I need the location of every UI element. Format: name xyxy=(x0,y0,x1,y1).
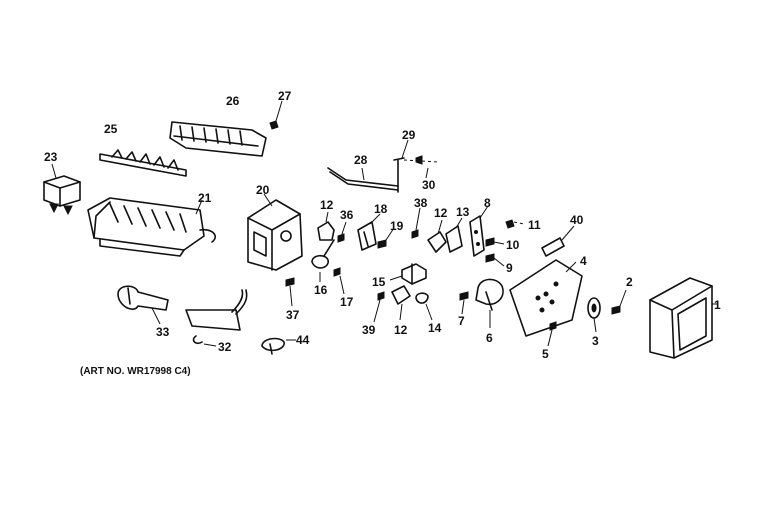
callout-15: 15 xyxy=(372,275,386,289)
part-32-harness xyxy=(185,289,248,347)
part-11-screw xyxy=(505,219,525,229)
part-37-screw xyxy=(285,277,295,307)
callout-38: 38 xyxy=(414,196,428,210)
part-10-screw xyxy=(485,237,505,247)
part-2-screw xyxy=(611,289,627,315)
part-40-connector xyxy=(541,225,575,257)
callout-3: 3 xyxy=(592,334,599,348)
part-12-clip-c xyxy=(391,285,411,321)
part-3-gear xyxy=(587,297,601,333)
callout-21: 21 xyxy=(198,191,212,205)
part-12-clip-b xyxy=(427,219,447,253)
part-28-shutoff-arm xyxy=(327,139,439,193)
part-19-screw xyxy=(377,227,395,249)
part-16-gear xyxy=(311,239,335,282)
callout-10: 10 xyxy=(506,238,520,252)
callout-39: 39 xyxy=(362,323,376,337)
callout-23: 23 xyxy=(44,150,58,164)
callout-25: 25 xyxy=(104,122,118,136)
part-4-plate xyxy=(509,259,583,337)
callout-28: 28 xyxy=(354,153,368,167)
callout-4: 4 xyxy=(580,254,587,268)
part-39-screw xyxy=(373,291,385,323)
callout-33: 33 xyxy=(156,325,170,339)
part-17-screw xyxy=(333,267,345,295)
part-6-cam xyxy=(475,278,504,328)
callout-37: 37 xyxy=(286,308,300,322)
callout-2: 2 xyxy=(626,275,633,289)
callout-32: 32 xyxy=(218,340,232,354)
part-13-plate xyxy=(445,217,463,253)
part-9-screw xyxy=(485,253,505,267)
callout-8: 8 xyxy=(484,196,491,210)
part-15-motor xyxy=(389,263,427,285)
part-27-screw xyxy=(269,100,283,130)
callout-40: 40 xyxy=(570,213,584,227)
callout-11: 11 xyxy=(528,218,541,232)
part-44-knob xyxy=(261,337,296,355)
callout-17: 17 xyxy=(340,295,354,309)
callout-27: 27 xyxy=(278,89,292,103)
callout-19: 19 xyxy=(390,219,404,233)
callout-18: 18 xyxy=(374,202,388,216)
part-1-cover xyxy=(649,277,718,359)
callout-7: 7 xyxy=(458,314,465,328)
callout-44: 44 xyxy=(296,333,310,347)
part-33-fill-tube xyxy=(117,285,169,325)
part-18-bracket xyxy=(357,213,381,251)
callout-12-lower: 12 xyxy=(394,323,408,337)
callout-14: 14 xyxy=(428,321,442,335)
callout-29: 29 xyxy=(402,128,416,142)
part-5-screw xyxy=(547,321,557,347)
callout-12-middle: 12 xyxy=(434,206,448,220)
callout-26: 26 xyxy=(226,94,240,108)
part-14-grommet xyxy=(415,292,433,321)
callout-13: 13 xyxy=(456,205,470,219)
callout-36: 36 xyxy=(340,208,354,222)
callout-30: 30 xyxy=(422,178,436,192)
callout-16: 16 xyxy=(314,283,328,297)
part-36-screw xyxy=(337,221,347,243)
part-25-stripper xyxy=(99,149,187,177)
callout-5: 5 xyxy=(542,347,549,361)
callout-1: 1 xyxy=(714,298,721,312)
callout-20: 20 xyxy=(256,183,270,197)
part-8-switch xyxy=(469,205,489,257)
part-26-ejector xyxy=(169,121,267,157)
part-7-screw xyxy=(459,291,469,315)
callout-6: 6 xyxy=(486,331,493,345)
part-23-motor xyxy=(43,163,81,216)
part-38-pin xyxy=(411,207,421,239)
callout-12-upper: 12 xyxy=(320,198,334,212)
art-number-caption: (ART NO. WR17998 C4) xyxy=(80,366,191,377)
part-20-housing xyxy=(247,193,303,271)
part-12-clip-a xyxy=(317,211,335,241)
callout-9: 9 xyxy=(506,261,513,275)
part-21-ice-mold xyxy=(87,197,216,257)
